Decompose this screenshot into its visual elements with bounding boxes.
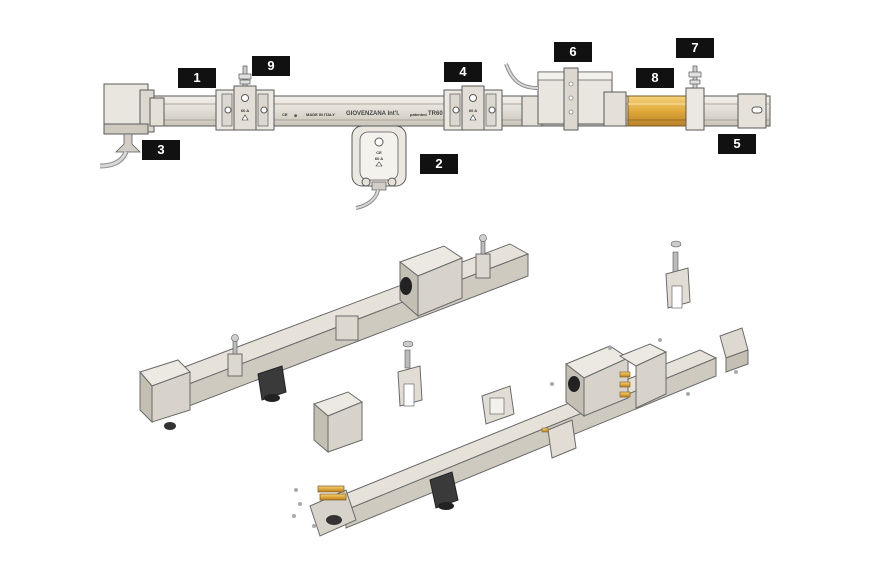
callout-4: 4 <box>444 62 482 82</box>
callout-2: 2 <box>420 154 458 174</box>
rail-printing: CE ⊕ MADE IN ITALY GIOVENZANA Int'l. pat… <box>282 111 443 118</box>
callout-6: 6 <box>554 42 592 62</box>
end-cap-right <box>737 93 767 129</box>
assembled-feed-box <box>398 245 464 318</box>
current-collector-trolley: CE 60 A <box>351 125 407 210</box>
exploded-feed-box <box>565 345 631 418</box>
rail-patent: patented <box>410 112 427 117</box>
assembled-3d-view <box>139 234 530 430</box>
assembled-trolley <box>257 365 287 402</box>
hanger-clamp-left: 60 A <box>215 65 275 131</box>
copper-joint-section <box>627 95 693 127</box>
exploded-cover <box>618 343 668 409</box>
assembled-end-box <box>139 359 191 430</box>
rail-brand: GIOVENZANA Int'l. <box>346 111 400 117</box>
assembled-clamps <box>227 234 491 377</box>
central-feed-box <box>504 63 627 131</box>
exploded-joint-clip <box>541 419 577 459</box>
rail-model: TR60 <box>428 111 443 117</box>
svg-text:CE: CE <box>376 150 382 155</box>
hanger-clamp-right <box>685 65 705 131</box>
callout-5: 5 <box>718 134 756 154</box>
exploded-end-cap <box>719 327 749 373</box>
rail-made-in: MADE IN ITALY <box>306 112 335 117</box>
callout-1: 1 <box>178 68 216 88</box>
svg-text:⊕: ⊕ <box>294 113 298 118</box>
exploded-view <box>292 327 749 537</box>
exploded-end-plate <box>309 485 357 537</box>
front-view-assembly: 60 A CE ⊕ MADE IN ITALY GIOVENZANA Int'l… <box>99 63 771 210</box>
svg-text:60 A: 60 A <box>375 156 383 161</box>
loose-hanger-left <box>397 340 423 407</box>
exploded-trolley <box>429 471 459 510</box>
svg-text:60 A: 60 A <box>469 108 477 113</box>
loose-hanger-right <box>665 240 691 309</box>
callout-8: 8 <box>636 68 674 88</box>
callout-7: 7 <box>676 38 714 58</box>
callout-3: 3 <box>142 140 180 160</box>
hanger-clamp-middle: 60 A <box>443 85 503 131</box>
loose-joint-clip <box>481 385 515 425</box>
small-screws <box>292 338 738 528</box>
end-feed-box <box>99 83 165 169</box>
loose-end-box <box>313 391 364 454</box>
svg-text:60 A: 60 A <box>241 108 249 113</box>
svg-text:CE: CE <box>282 112 288 117</box>
callout-9: 9 <box>252 56 290 76</box>
